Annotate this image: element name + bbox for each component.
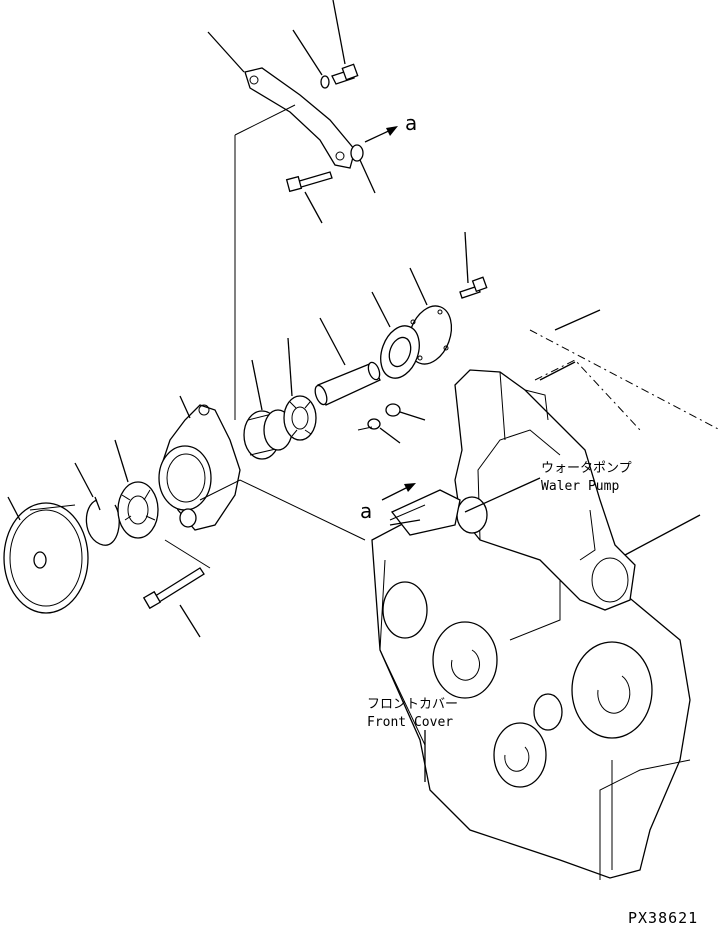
pulley [3,496,89,614]
bearing-middle [283,337,317,441]
bearing-front [114,439,159,539]
gasket [371,291,420,379]
ref-mark-a-bottom: a [360,499,372,523]
pump-right-leader [624,514,701,556]
ref-arrow-bottom: a [360,483,416,523]
figure-code: PX38621 [628,909,698,927]
mounting-bolt [142,539,211,638]
small-nuts [357,403,426,444]
front-cover-label-en: Front Cover [367,715,453,730]
inlet-leader [389,519,421,526]
water-pump-leader [464,477,541,513]
ref-mark-a-top: a [405,111,417,135]
water-pump-label-jp: ウォータポンプ [541,461,632,476]
pump-top-leader [539,361,576,381]
bracket-arm [234,67,356,420]
pump-housing [158,395,366,541]
front-cover [371,504,691,880]
front-cover-label-jp: フロントカバー [367,697,458,712]
bracket-washer [350,144,376,194]
shaft [314,317,381,406]
pump-top2-leader [554,309,601,331]
pump-inlet-stub [389,489,461,536]
top-bolt [207,0,359,89]
cover-bolt [459,231,488,299]
ref-arrow-top: a [364,111,417,143]
bracket-bolt [285,171,333,224]
water-pump-body [454,329,720,611]
water-pump-label-en: Waler Pump [541,479,619,494]
